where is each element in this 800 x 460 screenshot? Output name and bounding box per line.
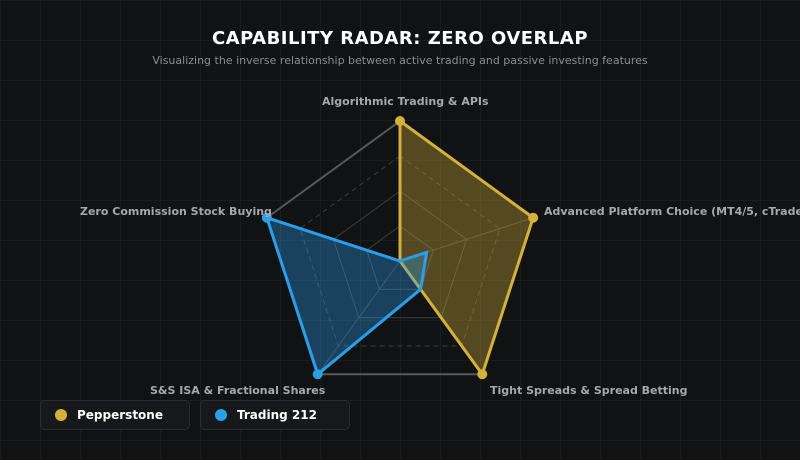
axis-label-zero-commission: Zero Commission Stock Buying — [80, 205, 272, 218]
chart-title: CAPABILITY RADAR: ZERO OVERLAP — [211, 28, 589, 49]
axis-label-advanced-platform: Advanced Platform Choice (MT4/5, cTrader… — [544, 205, 800, 218]
legend-item-trading-212[interactable]: Trading 212 — [200, 400, 350, 430]
data-point — [261, 212, 272, 223]
chart-subtitle: Visualizing the inverse relationship bet… — [152, 54, 648, 67]
legend-dot-icon — [55, 409, 67, 421]
grid-ring — [366, 225, 434, 290]
grid-ring — [299, 155, 501, 347]
legend-label: Pepperstone — [77, 408, 163, 422]
legend-item-pepperstone[interactable]: Pepperstone — [40, 400, 190, 430]
grid-spoke — [317, 260, 401, 375]
series-area-trading-212 — [264, 215, 429, 377]
axis-label-algorithmic-trading: Algorithmic Trading & APIs — [322, 95, 489, 108]
axis-label-tight-spreads: Tight Spreads & Spread Betting — [490, 384, 688, 397]
axis-label-ss-isa: S&S ISA & Fractional Shares — [150, 384, 326, 397]
grid-ring — [332, 190, 468, 319]
series-area-pepperstone — [398, 118, 535, 378]
data-point — [528, 212, 539, 223]
legend-label: Trading 212 — [237, 408, 317, 422]
data-point — [395, 116, 405, 126]
data-point — [312, 369, 323, 380]
data-point — [477, 369, 488, 380]
legend-dot-icon — [215, 409, 227, 421]
